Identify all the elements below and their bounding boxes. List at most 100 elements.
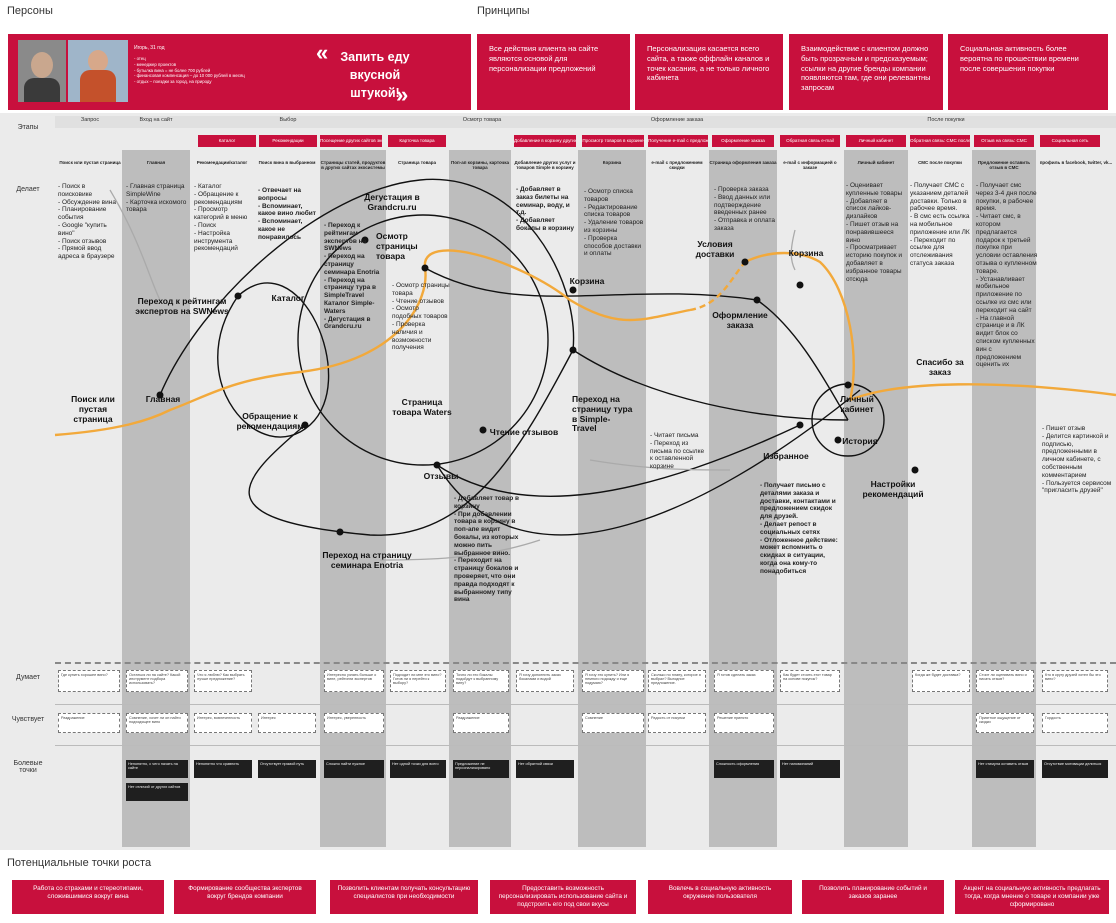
row-divider	[55, 704, 1116, 705]
does-text: - Отвечает на вопросы - Вспоминает, како…	[258, 187, 316, 241]
feels-note: Интерес, уверенность	[324, 713, 384, 733]
persona-slogan: Запить еду вкусной штукой!	[340, 50, 410, 101]
quote-open: «	[316, 40, 329, 65]
path-node	[156, 391, 164, 399]
column-title: Корзина	[602, 160, 622, 165]
personas-heading: Персоны	[7, 5, 53, 17]
path-node	[234, 292, 242, 300]
column-shade	[844, 150, 908, 847]
node-label: Обращение к рекомендациям	[236, 411, 304, 431]
pain-note: Непонятно что сравнить	[194, 760, 252, 778]
substage-tag: Обратная связь: СМС после покупки	[910, 135, 970, 147]
stage-header: После покупки	[927, 117, 965, 123]
feels-note: Интерес	[258, 713, 316, 733]
feels-note: Раздражение	[453, 713, 509, 733]
column-title: Страницы статей, продуктов в других сайт…	[320, 160, 386, 171]
column-title: Поп-ап корзины, карточка товара	[451, 160, 509, 171]
persona-photo-1	[18, 40, 66, 102]
path-node	[421, 264, 429, 272]
substage-tag: Посещение других сайтов экосистемы Simpl…	[320, 135, 382, 147]
node-label: Чтение отзывов	[489, 427, 559, 437]
path-curve	[424, 267, 849, 421]
thinks-note: Точно ли это бокалы подойдут к выбранном…	[453, 670, 509, 692]
pain-note: Нет отличий от других сайтов	[126, 783, 188, 801]
path-node	[796, 421, 804, 429]
row-label-thinks: Думает	[16, 674, 40, 681]
node-label: Настройки рекомендаций	[862, 479, 924, 499]
path-orange-dashed	[689, 261, 746, 312]
node-label: Переход к рейтингам экспертов на SWNews	[135, 296, 229, 316]
node-label: Осмотр страницы товара	[376, 231, 418, 261]
pain-note: Нет одной точки для всего	[390, 760, 446, 778]
growth-card: Позволить клиентам получать консультацию…	[330, 880, 478, 914]
stage-header: Вход на сайт	[139, 117, 173, 123]
path-node	[741, 258, 749, 266]
pain-note: Сложно найти нужное	[324, 760, 384, 778]
path-node	[569, 346, 577, 354]
substage-tag: Социальная сеть	[1040, 135, 1100, 147]
does-text: - Проверка заказа - Ввод данных или подт…	[714, 186, 775, 232]
path-node	[361, 236, 369, 244]
pain-note: Отсутствие мотивации делиться	[1042, 760, 1108, 778]
stage-bar	[55, 116, 1116, 128]
path-node	[433, 461, 441, 469]
substage-tag: Просмотр товаров в корзине	[582, 135, 644, 147]
substage-tag: Личный кабинет	[846, 135, 906, 147]
column-title: СМС после покупки	[918, 160, 962, 165]
path-loop	[297, 214, 549, 466]
node-label: Условия доставки	[695, 239, 735, 259]
persona-details: - отец - менеджер проектов - бутылка вин…	[134, 56, 245, 85]
does-text: - Получает смс через 3-4 дня после покуп…	[976, 182, 1038, 369]
stage-header: Оформление заказа	[650, 117, 704, 123]
path-node	[911, 466, 919, 474]
feels-note: Решение принято	[714, 713, 774, 733]
node-label: Дегустация в Grandcru.ru	[364, 192, 420, 212]
thinks-note: Кто в кругу друзей хотел бы это вино?	[1042, 670, 1108, 692]
path-orange	[54, 249, 691, 437]
thinks-note: Интересно узнать больше о вине, рейтинги…	[324, 670, 384, 692]
column-title: Страница оформления заказа	[709, 160, 777, 165]
does-text: - Добавляет товар в корзину - При добавл…	[454, 495, 519, 604]
column-title: профиль в facebook, twitter, vk...	[1039, 160, 1113, 165]
path-node	[569, 286, 577, 294]
substage-tag: Оформление заказа	[712, 135, 774, 147]
column-title: Поиск или пустая страница	[59, 160, 121, 165]
path-grey	[790, 229, 796, 271]
node-label: Оформление заказа	[712, 310, 768, 330]
path-node	[834, 436, 842, 444]
node-label: Главная	[145, 394, 181, 404]
does-text: - Пишет отзыв - Делится картинкой и подп…	[1042, 425, 1112, 495]
thinks-note: Я хочу дополнить заказ бокалами и водой	[516, 670, 574, 692]
substage-tag: Обратная связь e-mail	[780, 135, 840, 147]
node-label: Каталог	[271, 293, 305, 303]
substage-tag: Получение e-mail с предложением скидки	[648, 135, 708, 147]
column-title: Главная	[146, 160, 166, 165]
substage-tag: Добавление в корзину других услуг/товаро…	[514, 135, 576, 147]
column-title: e-mail с информацией о заказе	[783, 160, 837, 171]
feels-note: Интерес, вовлеченность	[194, 713, 252, 733]
growth-card: Формирование сообщества экспертов вокруг…	[174, 880, 316, 914]
node-label: Отзывы	[423, 471, 459, 481]
principle-card: Социальная активность более вероятна по …	[948, 34, 1108, 110]
thinks-note: Когда же будет доставка?	[912, 670, 970, 692]
feels-note: Сомнение	[582, 713, 644, 733]
growth-card: Предоставить возможность персонализирова…	[490, 880, 636, 914]
path-node	[336, 528, 344, 536]
row-divider	[55, 662, 1116, 664]
path-grey	[589, 459, 731, 471]
column-title: Рекомендации/каталог	[196, 160, 248, 165]
does-text: - Поиск в поисковике - Обсуждение вина -…	[58, 183, 116, 261]
stage-header: Выбор	[279, 117, 297, 123]
feels-note: Приятное ощущение от скидки	[976, 713, 1034, 733]
path-node	[479, 426, 487, 434]
persona-card: Игорь, 31 год - отец - менеджер проектов…	[8, 34, 471, 110]
thinks-note: Что я люблю? Как выбрать лучше предложен…	[194, 670, 252, 692]
node-label: Страница товара Waters	[392, 397, 452, 417]
stage-header: Осмотр товара	[462, 117, 502, 123]
path-node	[844, 381, 852, 389]
column-title: e-mail с предложением скидки	[651, 160, 703, 171]
principle-card: Взаимодействие с клиентом должно быть пр…	[789, 34, 943, 110]
thinks-note: Стоит ли оценивать вино и писать отзыв?	[976, 670, 1034, 692]
does-text: - Осмотр списка товаров - Редактирование…	[584, 188, 644, 258]
